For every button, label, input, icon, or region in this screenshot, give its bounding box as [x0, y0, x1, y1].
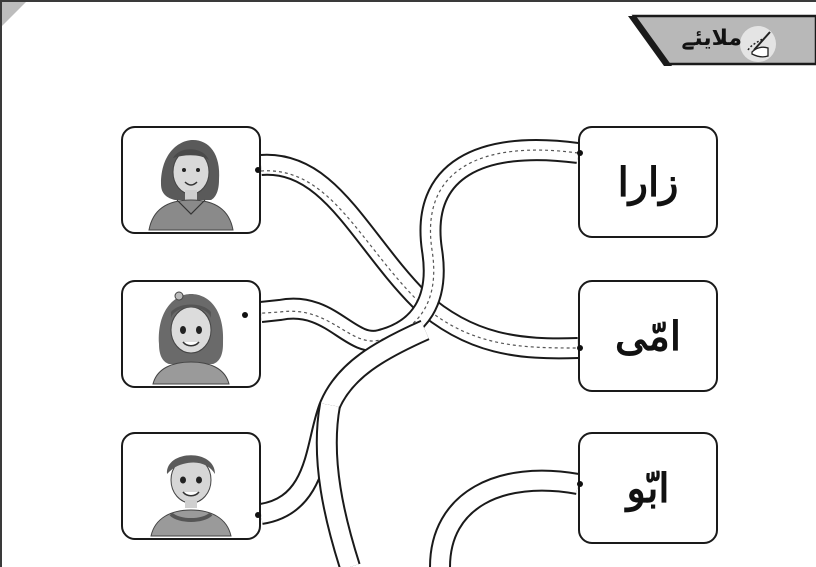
page-border-left — [0, 0, 2, 567]
connect-dot-abbu[interactable] — [577, 481, 583, 487]
connect-dot-girl[interactable] — [242, 312, 248, 318]
pencil-hand-icon — [738, 24, 778, 64]
path-zara-to-girl — [247, 139, 580, 352]
connect-dot-zara[interactable] — [577, 150, 583, 156]
picture-card-mother[interactable] — [121, 126, 261, 234]
word-card-zara[interactable]: زارا — [578, 126, 718, 238]
connect-dot-boy[interactable] — [255, 512, 261, 518]
word-label: زارا — [617, 158, 679, 206]
boy-portrait-icon — [150, 455, 232, 537]
word-label: امّی — [615, 312, 681, 360]
word-card-abbu[interactable]: ابّو — [578, 432, 718, 544]
picture-card-boy[interactable] — [121, 432, 261, 540]
connect-dot-ammi[interactable] — [577, 345, 583, 351]
woman-portrait-icon — [148, 140, 234, 231]
connect-dot-mother[interactable] — [255, 167, 261, 173]
word-label: ابّو — [626, 464, 670, 512]
activity-header: ملایئے — [628, 14, 816, 66]
girl-portrait-icon — [152, 291, 230, 385]
path-boy-down — [258, 319, 430, 567]
header-title: ملایئے — [681, 26, 742, 51]
page-border-top — [0, 0, 816, 2]
word-card-ammi[interactable]: امّی — [578, 280, 718, 392]
path-abbu-down — [429, 469, 580, 567]
picture-card-girl[interactable] — [121, 280, 261, 388]
page-corner-fold — [0, 0, 28, 28]
